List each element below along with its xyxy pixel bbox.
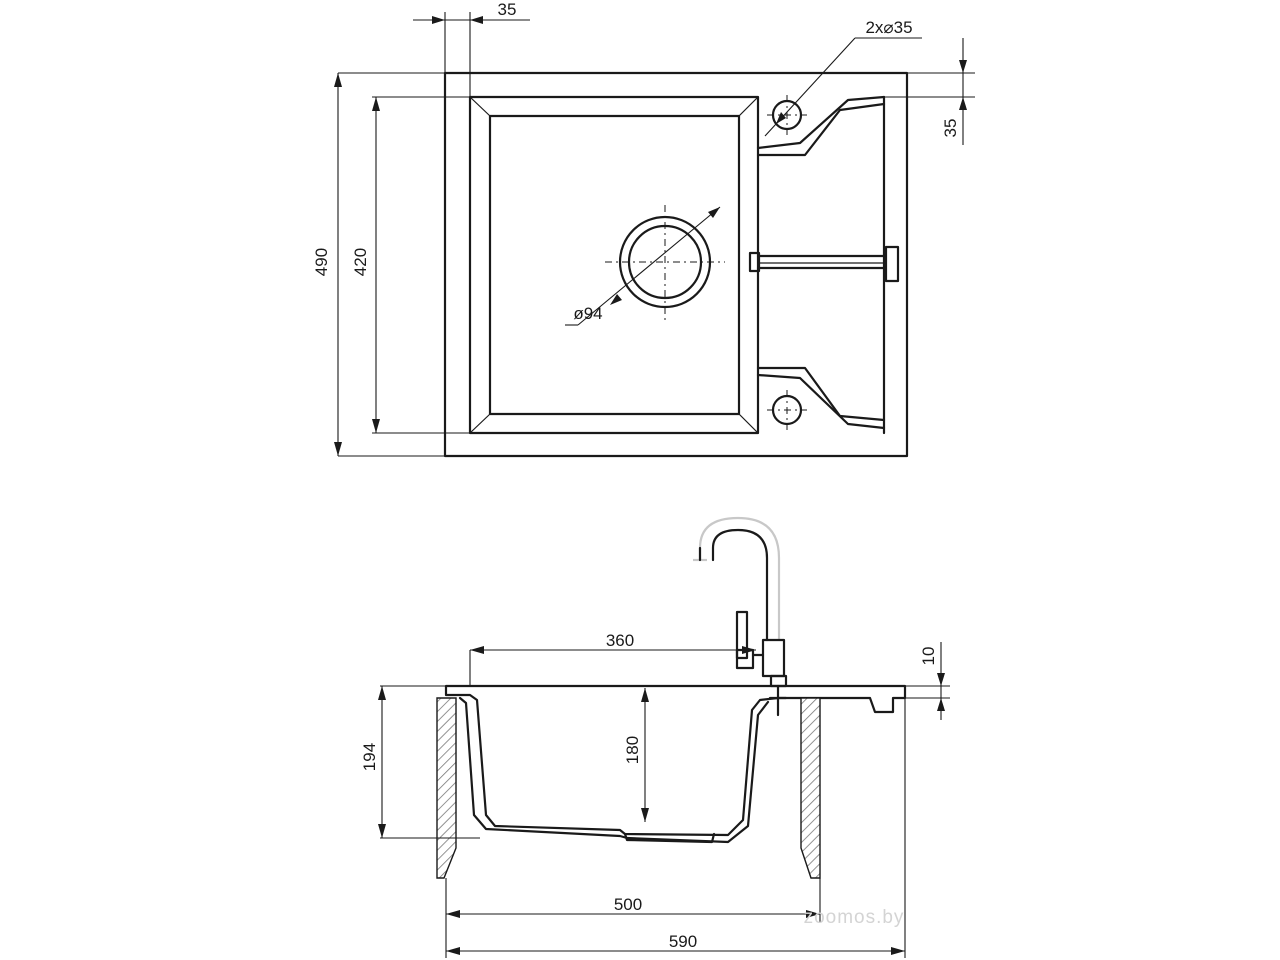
bowl-inner-edge <box>488 114 741 416</box>
sink-outer-rim <box>443 71 909 458</box>
label-overall-width: 590 <box>669 932 697 951</box>
countertop-left <box>436 697 457 879</box>
watermark: zoomos.by <box>804 907 905 928</box>
label-bowl-depth: 420 <box>351 248 370 276</box>
label-tap-hole-offset: 35 <box>941 119 960 138</box>
label-drain-diameter: ø94 <box>573 304 602 323</box>
label-overall-depth: 490 <box>312 248 331 276</box>
top-view: 490 420 35 2x⌀35 35 ø94 <box>312 0 975 458</box>
label-bowl-height: 180 <box>623 736 642 764</box>
bowl-outer-edge <box>468 95 760 435</box>
label-cabinet-width: 500 <box>614 895 642 914</box>
sink-profile <box>444 684 907 837</box>
label-rim-thickness: 10 <box>919 647 938 666</box>
label-overall-height: 194 <box>360 743 379 771</box>
label-rim-offset: 35 <box>498 0 517 19</box>
label-tap-holes: 2x⌀35 <box>865 18 912 37</box>
countertop-right <box>800 697 821 879</box>
side-view: 360 180 194 10 500 590 <box>360 516 950 958</box>
label-bowl-width: 360 <box>606 631 634 650</box>
faucet <box>693 516 788 717</box>
